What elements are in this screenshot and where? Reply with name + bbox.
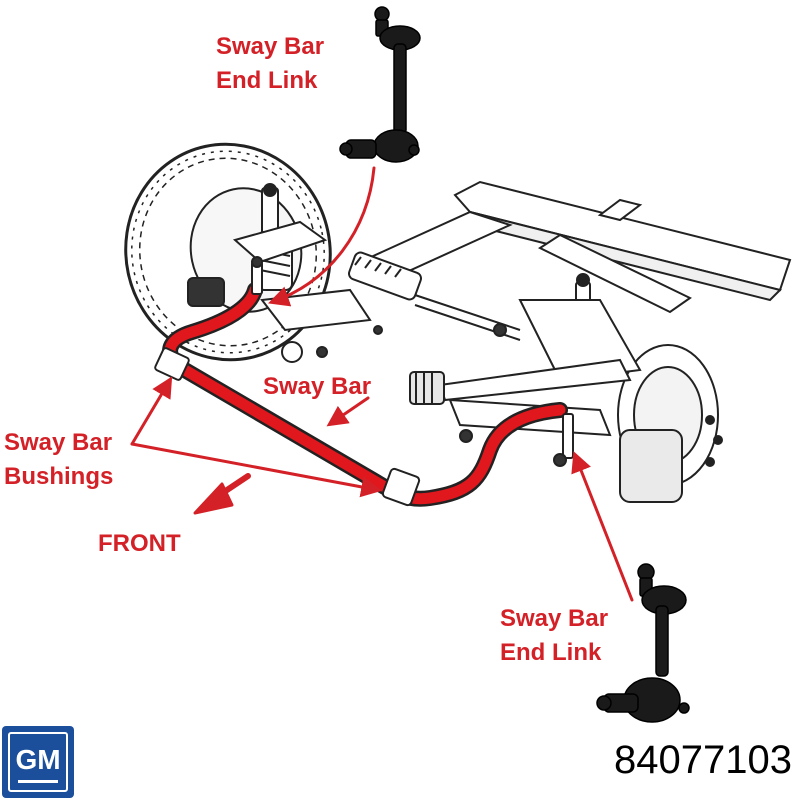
gm-logo: GM bbox=[2, 726, 74, 798]
right-hub bbox=[617, 344, 723, 503]
end-links-mounted bbox=[251, 256, 574, 467]
arrow-icon bbox=[571, 451, 634, 602]
frame-crossmember bbox=[357, 180, 792, 314]
end-link-bottom-part bbox=[596, 563, 690, 723]
arrow-icon bbox=[326, 396, 370, 427]
arrow-icon bbox=[130, 376, 173, 446]
gm-logo-text: GM bbox=[15, 744, 61, 775]
left-wheel bbox=[124, 142, 332, 362]
callout-arrows bbox=[130, 166, 634, 602]
arrow-icon bbox=[130, 442, 383, 498]
part-number: 84077103 bbox=[614, 738, 792, 782]
label-end-link-bottom: Sway Bar End Link bbox=[500, 605, 609, 666]
label-bushings: Sway Bar Bushings bbox=[4, 429, 114, 490]
end-link-top-part bbox=[339, 6, 421, 163]
label-end-link-top: Sway Bar End Link bbox=[216, 33, 325, 94]
front-arrow-icon bbox=[193, 473, 251, 515]
arrow-icon bbox=[268, 166, 376, 307]
label-front: FRONT bbox=[98, 530, 181, 557]
gm-logo-frame: GM bbox=[8, 732, 68, 792]
gm-logo-underline bbox=[18, 780, 58, 783]
sway-bar-bushings bbox=[154, 347, 421, 507]
label-sway-bar: Sway Bar bbox=[263, 373, 372, 400]
